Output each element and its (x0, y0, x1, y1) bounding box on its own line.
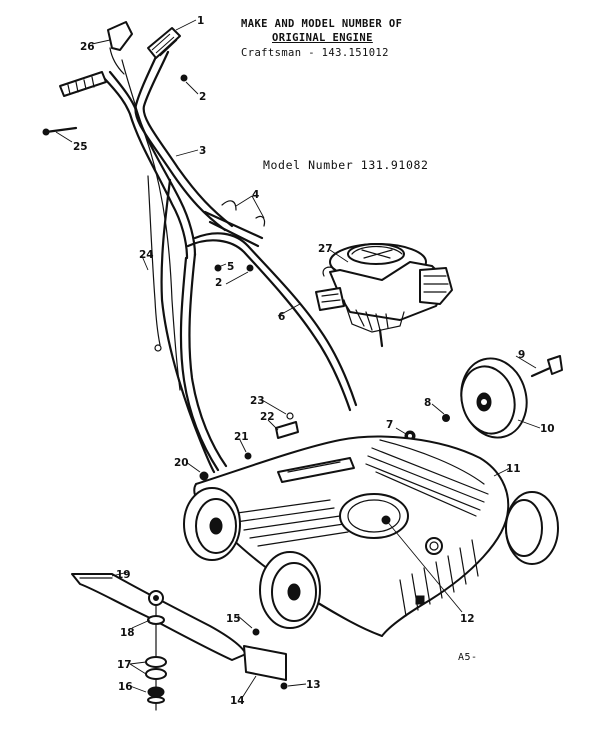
handle-screw (244, 452, 252, 460)
model-number-label: Model Number 131.91082 (263, 158, 429, 172)
callout-26: 26 (80, 41, 95, 53)
callout-14: 14 (230, 695, 245, 707)
engine (315, 243, 453, 348)
callout-19: 19 (116, 569, 131, 581)
header-original-engine: ORIGINAL ENGINE (272, 32, 373, 44)
callout-13: 13 (306, 679, 321, 691)
callout-5: 5 (227, 261, 234, 273)
handle-bolt (44, 126, 78, 134)
header-make-model-title: MAKE AND MODEL NUMBER OF (241, 18, 403, 30)
left-grip (59, 71, 107, 97)
blade-bolt-head (147, 686, 165, 698)
rod-end (154, 344, 162, 352)
callout-9: 9 (518, 349, 525, 361)
callout-22: 22 (260, 411, 275, 423)
nut-upper (180, 74, 188, 82)
handle-knob (199, 471, 209, 481)
callout-21: 21 (234, 431, 249, 443)
callout-23: 23 (250, 395, 265, 407)
callout-12: 12 (460, 613, 475, 625)
callout-27: 27 (318, 243, 333, 255)
bolt-5 (246, 264, 254, 272)
callout-2-upper: 2 (199, 91, 206, 103)
callout-4: 4 (252, 189, 259, 201)
callout-17: 17 (117, 659, 132, 671)
callout-numbers: 1 2 3 4 5 2 6 24 25 26 27 9 8 7 10 23 22… (73, 15, 555, 707)
callout-25: 25 (73, 141, 88, 153)
deck-wheel-rear-left (183, 487, 241, 561)
control-lever (107, 21, 133, 51)
callout-11: 11 (506, 463, 521, 475)
clip-screw (286, 412, 294, 420)
callout-20: 20 (174, 457, 189, 469)
callout-15: 15 (226, 613, 241, 625)
callout-16: 16 (118, 681, 133, 693)
mower-deck (193, 435, 510, 637)
washer-1 (145, 656, 167, 668)
header-engine-number: Craftsman - 143.151012 (241, 47, 389, 59)
blade-adapter (147, 615, 165, 625)
callout-3: 3 (199, 145, 206, 157)
callout-8: 8 (424, 397, 431, 409)
leader-lines (55, 19, 541, 699)
warning-clip (275, 421, 299, 439)
baffle-screw (252, 628, 260, 636)
callout-7: 7 (386, 419, 393, 431)
wheel-washer (442, 414, 450, 422)
deck-wheel-front-left (259, 551, 321, 629)
deck-wheel-right (505, 491, 559, 565)
callout-10: 10 (540, 423, 555, 435)
baffle-nut (280, 682, 288, 690)
wheel-bolt (530, 366, 552, 378)
baffle-plate (243, 645, 287, 681)
callout-24: 24 (139, 249, 154, 261)
callout-6: 6 (278, 311, 285, 323)
callout-1: 1 (197, 15, 204, 27)
washer-2 (145, 668, 167, 680)
loose-wheel (460, 357, 528, 439)
control-rod (147, 175, 161, 346)
callout-2-lower: 2 (215, 277, 222, 289)
upper-handle (59, 21, 266, 391)
page-code: A5- (458, 652, 478, 663)
right-grip (147, 27, 181, 59)
callout-18: 18 (120, 627, 135, 639)
lower-handle (160, 178, 358, 474)
